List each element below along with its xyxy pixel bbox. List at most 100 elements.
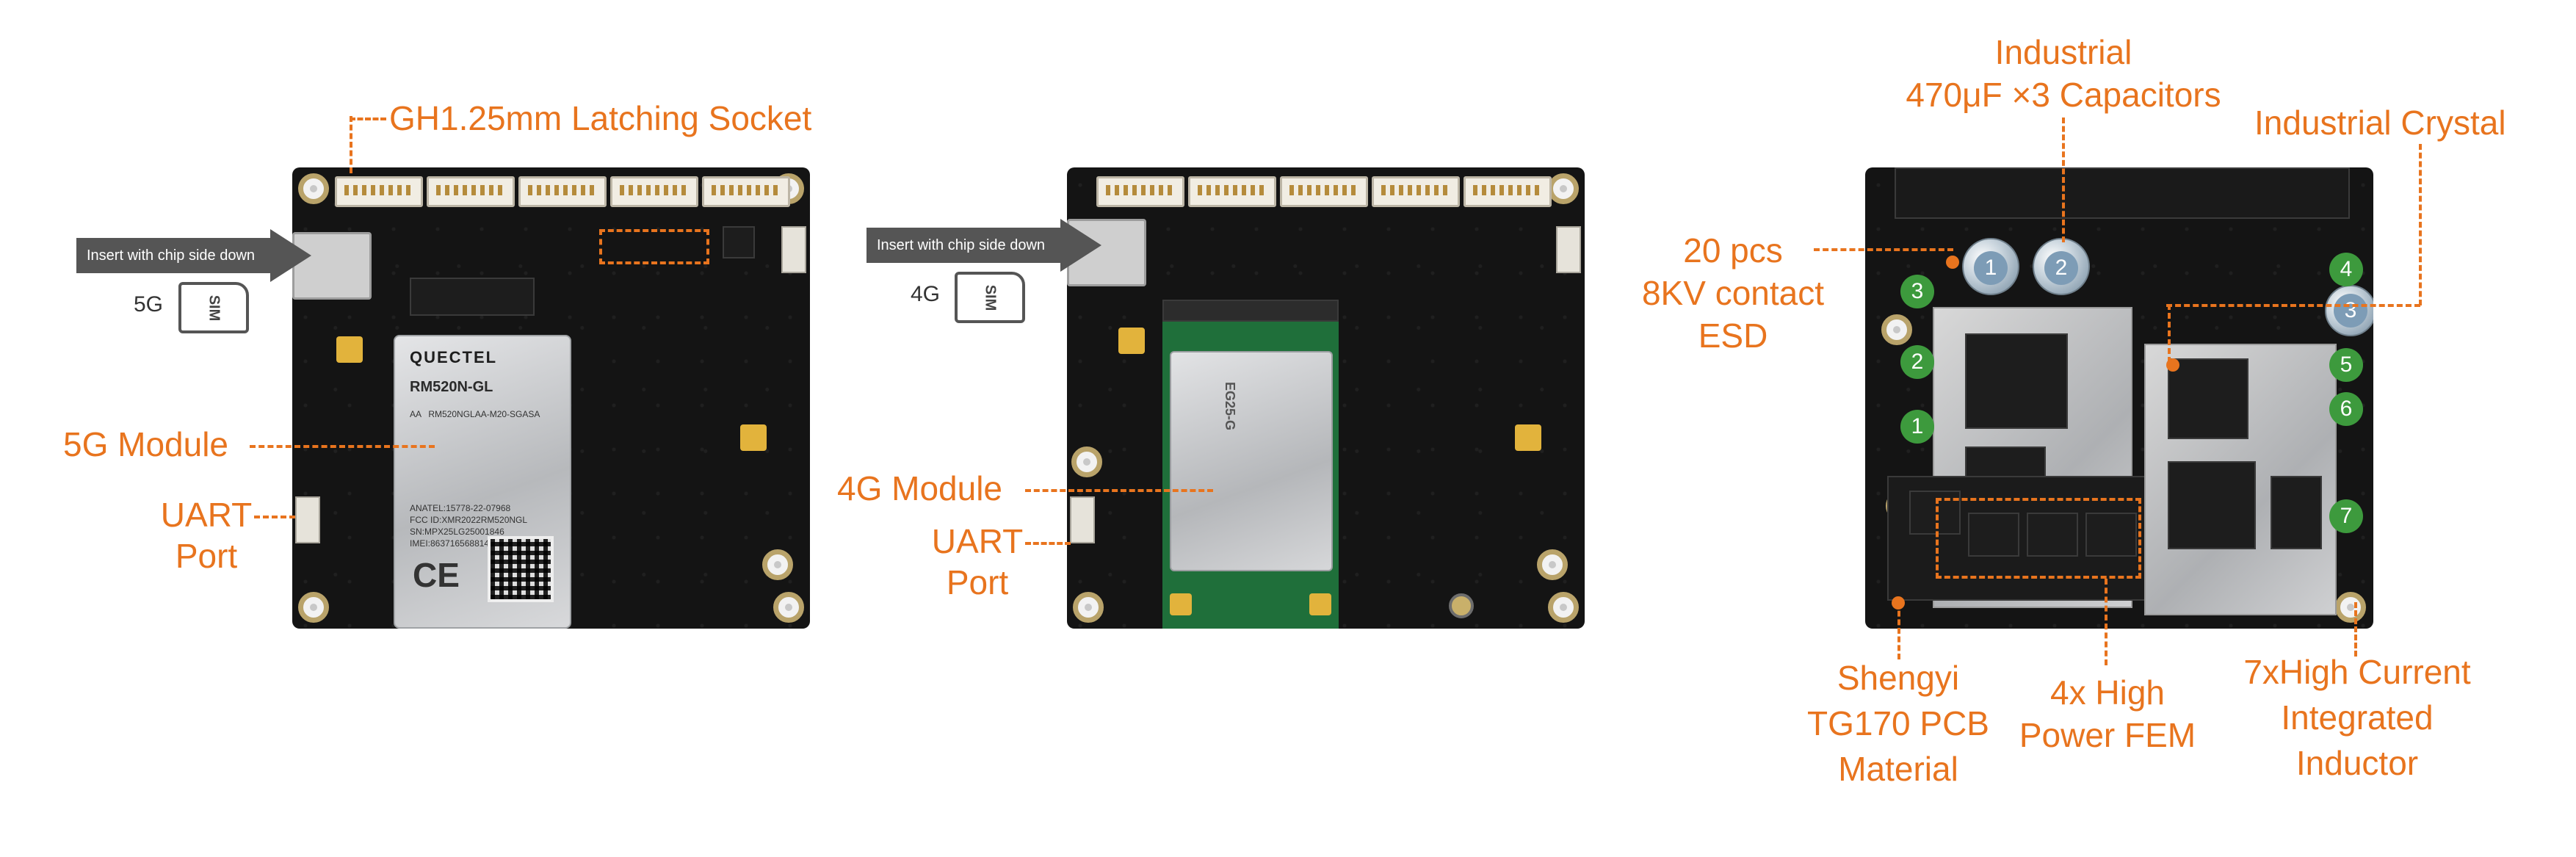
fem-leader — [2105, 579, 2108, 665]
mount-hole — [1548, 592, 1579, 623]
inductor-badge: 6 — [2329, 392, 2363, 426]
fem-label-1: 4x High — [2050, 673, 2165, 712]
mount-hole — [298, 592, 329, 623]
sim-card-icon: SIM — [955, 272, 1025, 323]
pad — [740, 424, 767, 451]
mount-hole — [773, 592, 804, 623]
crystal-badge: 3 — [2334, 294, 2367, 328]
pcb-label-3: Material — [1838, 750, 1958, 788]
gh-socket — [1372, 176, 1460, 207]
capacitors-label-1: Industrial — [1994, 33, 2132, 71]
arrow-head-icon — [270, 229, 311, 282]
inductor-leader — [2354, 602, 2357, 657]
mount-hole — [1881, 314, 1912, 345]
pad — [1515, 424, 1541, 451]
esd-label-1: 20 pcs — [1683, 231, 1783, 270]
socket-row-back — [1895, 167, 2350, 219]
chip — [2271, 476, 2322, 549]
module-5g-leader — [250, 445, 435, 448]
sim-card-text: SIM — [982, 284, 999, 311]
board-4g: EG25-G — [1067, 167, 1585, 629]
crystal-leader — [2419, 144, 2422, 305]
crystal-leader — [2166, 304, 2420, 307]
side-connector — [781, 226, 806, 273]
module-fine-print: AA RM520NGLAA-M20-SGASA ANATEL:15778-22-… — [410, 409, 540, 549]
fem-label-2: Power FEM — [2019, 716, 2196, 754]
gh-socket — [1188, 176, 1276, 207]
uart-connector — [295, 496, 320, 543]
pad — [1170, 593, 1192, 615]
fem-highlight — [1936, 498, 2141, 579]
module-4g-card: EG25-G — [1170, 351, 1333, 571]
mount-hole — [1537, 549, 1568, 580]
gh-socket-highlight — [599, 229, 709, 264]
module-5g-card: QUECTEL RM520N-GL AA RM520NGLAA-M20-SGAS… — [394, 335, 571, 629]
m2-connector — [410, 278, 535, 316]
module-5g-label: 5G Module — [63, 425, 229, 463]
pad — [1309, 593, 1331, 615]
fem-chip — [2027, 513, 2078, 557]
capacitors-leader — [2062, 117, 2065, 242]
mount-hole — [1548, 173, 1579, 204]
gh-socket-leader — [350, 117, 386, 120]
uart-label-4g-1: UART — [931, 522, 1024, 560]
gh-socket — [1464, 176, 1552, 207]
insert-hint-arrow: Insert with chip side down — [76, 238, 271, 273]
qr-code-icon — [488, 536, 554, 602]
mount-hole — [762, 549, 793, 580]
gh-socket — [1096, 176, 1184, 207]
module-4g-leader — [1025, 489, 1213, 492]
uart-connector — [1070, 496, 1095, 543]
inductor-badge: 2 — [1900, 345, 1934, 379]
crystal-leader — [2168, 304, 2171, 363]
uart-label-4g-2: Port — [946, 563, 1009, 601]
capacitor-badge: 2 — [2044, 251, 2078, 285]
insert-hint-arrow: Insert with chip side down — [866, 228, 1061, 263]
esd-marker — [1946, 256, 1959, 269]
board-5g: QUECTEL RM520N-GL AA RM520NGLAA-M20-SGAS… — [292, 167, 810, 629]
arrow-head-icon — [1060, 219, 1101, 272]
uart-leader-4g — [1025, 542, 1071, 545]
esd-leader — [1814, 248, 1953, 251]
memory-chip — [2168, 358, 2248, 439]
sim-tag-5g: 5G — [134, 292, 164, 317]
fem-chip — [1968, 513, 2019, 557]
mount-hole — [298, 173, 329, 204]
module-brand: QUECTEL — [410, 348, 498, 366]
gh-socket — [610, 176, 698, 207]
sim-tag-4g: 4G — [911, 282, 941, 306]
module-4g-label: 4G Module — [837, 469, 1003, 507]
uart-leader-5g — [254, 516, 295, 518]
pad — [336, 336, 363, 363]
fem-chip — [2085, 513, 2137, 557]
soc-chip — [1965, 333, 2068, 429]
pcb-label-2: TG170 PCB — [1807, 704, 1989, 742]
fem-chip — [1909, 491, 1961, 535]
capacitor-badge: 1 — [1974, 251, 2008, 285]
board-back: 1 2 3 1 2 3 4 5 6 7 — [1865, 167, 2373, 629]
esd-label-2: 8KV contact — [1641, 274, 1825, 312]
inductor-label-2: Integrated — [2281, 698, 2434, 737]
inductor-badge: 5 — [2329, 348, 2363, 382]
mount-hole — [2335, 592, 2366, 623]
inductor-badge: 3 — [1900, 275, 1934, 308]
mount-hole — [1073, 592, 1104, 623]
gh-socket — [427, 176, 515, 207]
chip — [723, 226, 755, 258]
side-connector — [1556, 226, 1581, 273]
inductor-label-3: Inductor — [2295, 744, 2419, 782]
pcb-leader — [1897, 602, 1900, 659]
capacitor — [1962, 238, 2019, 295]
uart-label-5g-2: Port — [175, 537, 238, 575]
module-model: RM520N-GL — [410, 379, 493, 395]
crystal-label: Industrial Crystal — [2254, 104, 2506, 142]
pcb-label-1: Shengyi — [1837, 659, 1960, 697]
inductor-badge: 1 — [1900, 410, 1934, 444]
inductor-label-1: 7xHigh Current — [2243, 653, 2471, 691]
uart-label-5g-1: UART — [160, 496, 253, 534]
sim-card-icon: SIM — [178, 282, 249, 333]
gh-socket — [702, 176, 790, 207]
module-model: EG25-G — [1223, 382, 1237, 431]
gh-socket — [335, 176, 423, 207]
capacitor — [2033, 238, 2090, 295]
